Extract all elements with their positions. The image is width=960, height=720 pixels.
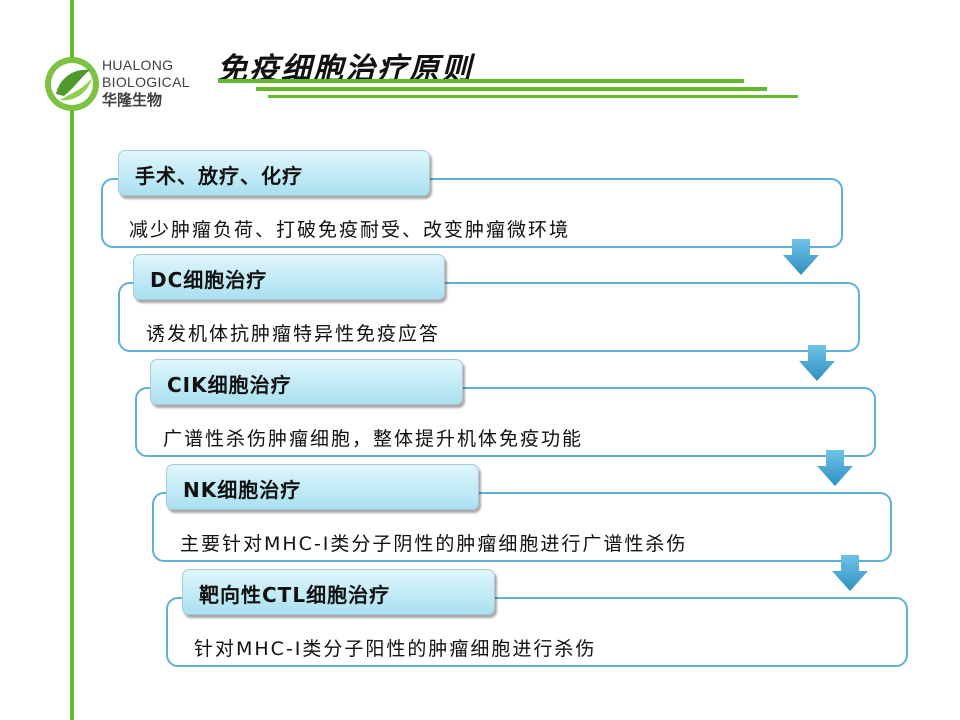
left-accent-line xyxy=(70,0,74,720)
step-heading: NK细胞治疗 xyxy=(183,478,302,502)
logo-name-en-1: HUALONG xyxy=(102,57,174,73)
logo-name-en-2: BIOLOGICAL xyxy=(102,74,190,90)
step-heading-tab: 手术、放疗、化疗 xyxy=(118,150,430,196)
title-underline xyxy=(218,79,744,83)
company-logo: HUALONG BIOLOGICAL 华隆生物 xyxy=(42,54,212,114)
step-description: 广谱性杀伤肿瘤细胞，整体提升机体免疫功能 xyxy=(163,428,584,450)
step-heading-tab: 靶向性CTL细胞治疗 xyxy=(182,569,495,615)
step-heading-tab: CIK细胞治疗 xyxy=(150,359,463,405)
step-heading-tab: NK细胞治疗 xyxy=(166,464,479,510)
step-heading-tab: DC细胞治疗 xyxy=(133,254,445,300)
logo-name-cn: 华隆生物 xyxy=(102,91,163,109)
step-description: 针对MHC-Ⅰ类分子阳性的肿瘤细胞进行杀伤 xyxy=(194,638,597,660)
step-description: 主要针对MHC-Ⅰ类分子阴性的肿瘤细胞进行广谱性杀伤 xyxy=(180,533,688,555)
down-arrow-icon xyxy=(783,239,819,275)
step-heading: DC细胞治疗 xyxy=(150,268,268,292)
step-heading: CIK细胞治疗 xyxy=(167,373,292,397)
step-description: 诱发机体抗肿瘤特异性免疫应答 xyxy=(146,323,441,345)
down-arrow-icon xyxy=(799,345,835,381)
title-underline xyxy=(268,95,798,98)
down-arrow-icon xyxy=(817,450,853,486)
step-description: 减少肿瘤负荷、打破免疫耐受、改变肿瘤微环境 xyxy=(129,219,571,241)
down-arrow-icon xyxy=(832,555,868,591)
step-heading: 靶向性CTL细胞治疗 xyxy=(199,583,391,607)
leaf-logo-icon xyxy=(45,57,99,111)
title-underline xyxy=(256,87,767,91)
step-heading: 手术、放疗、化疗 xyxy=(135,164,303,188)
